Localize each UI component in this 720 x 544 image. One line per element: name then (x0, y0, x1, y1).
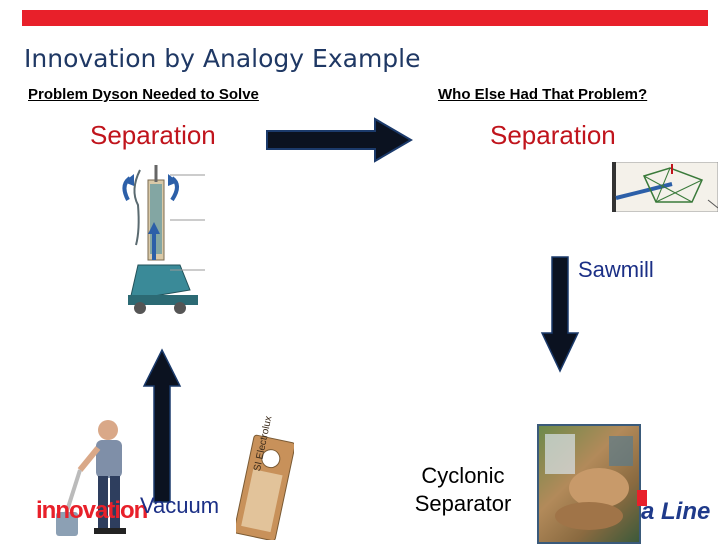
vacuum-diagram-illustration (110, 160, 220, 325)
left-heading: Problem Dyson Needed to Solve (28, 86, 259, 103)
right-separation-label: Separation (490, 120, 616, 150)
sawmill-label: Sawmill (578, 257, 654, 282)
right-heading: Who Else Had That Problem? (438, 86, 648, 103)
vacuum-label: Vacuum (140, 493, 220, 518)
right-logo: a Line (641, 498, 711, 525)
left-separation-label: Separation (90, 120, 216, 150)
cyclonic-separator-label: Cyclonic Separator (398, 462, 528, 518)
cyclonic-label-line2: Separator (414, 491, 512, 516)
innovation-logo: innovation (36, 497, 148, 524)
right-logo-red-mark (637, 490, 647, 506)
right-arrow-icon (266, 117, 413, 163)
slide-title: Innovation by Analogy Example (24, 44, 421, 73)
vacuum-bag-photo (236, 434, 294, 540)
up-arrow-icon (142, 348, 182, 503)
down-arrow-icon (540, 256, 580, 373)
cyclonic-label-line1: Cyclonic (421, 463, 505, 488)
sawmill-cyclone-diagram (612, 162, 718, 212)
header-accent-bar (22, 10, 708, 26)
man-vacuuming-photo (56, 420, 126, 536)
sawmill-cyclone-photo (537, 424, 641, 544)
